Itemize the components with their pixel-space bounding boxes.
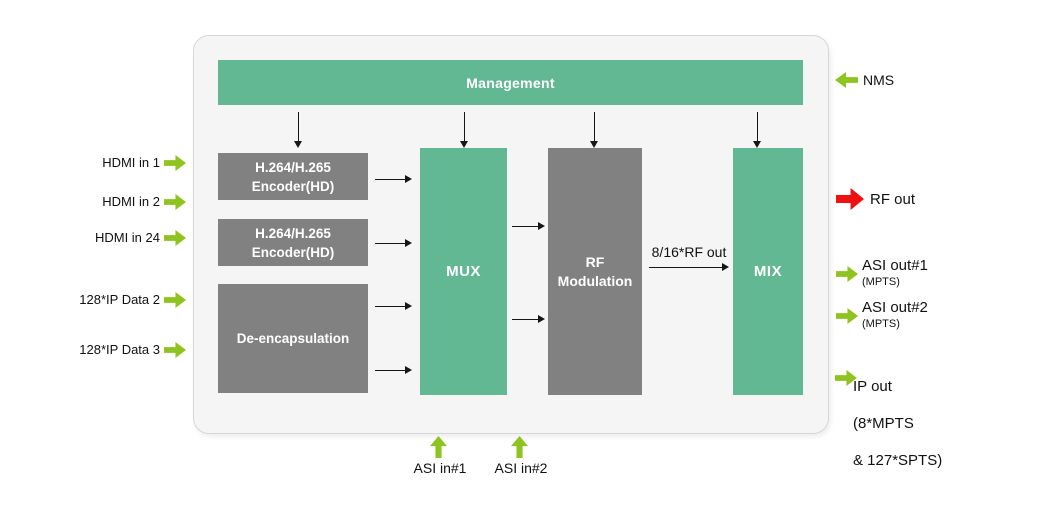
encoder1-block: H.264/H.265 Encoder(HD) — [218, 153, 368, 200]
deencapsulation-label: De-encapsulation — [236, 331, 350, 346]
asi-out1-label: ASI out#1 — [862, 257, 928, 274]
flow-arrow-down-icon — [590, 112, 599, 148]
nms-arrow-icon — [835, 72, 858, 88]
deencapsulation-block: De-encapsulation — [218, 284, 368, 393]
input-arrow-icon — [164, 155, 186, 171]
asi-out2-arrow-icon — [836, 308, 858, 324]
input-label-ipdata2: 128*IP Data 2 — [79, 292, 160, 307]
mix-block: MIX — [733, 148, 803, 395]
ip-out-line3: & 127*SPTS) — [853, 451, 943, 469]
input-label-hdmi24: HDMI in 24 — [94, 230, 160, 245]
nms-label: NMS — [863, 72, 895, 88]
rf-out-arrow-icon — [836, 188, 864, 210]
management-block: Management — [218, 60, 803, 105]
rf-modulation-line1: RF — [585, 253, 605, 270]
rf-modulation-line2: Modulation — [557, 272, 633, 289]
asi-in2-arrow-icon — [511, 436, 528, 458]
asi-in1-arrow-icon — [430, 436, 447, 458]
input-arrow-icon — [164, 342, 186, 358]
flow-arrow-right-icon — [512, 222, 545, 231]
input-label-hdmi2: HDMI in 2 — [102, 194, 160, 209]
asi-out2-label: ASI out#2 — [862, 299, 928, 316]
encoder2-line1: H.264/H.265 — [255, 225, 331, 241]
input-arrow-icon — [164, 230, 186, 246]
mix-label: MIX — [753, 263, 783, 280]
flow-arrow-right-icon — [375, 175, 412, 184]
management-label: Management — [466, 74, 555, 91]
ip-out-label: IP out (8*MPTS & 127*SPTS) — [853, 359, 942, 470]
encoder2-line2: Encoder(HD) — [251, 244, 335, 260]
asi-out2-sub: (MPTS) — [862, 318, 900, 330]
rf-out-label: RF out — [870, 191, 916, 208]
ip-out-line1: IP out — [853, 377, 892, 395]
flow-arrow-right-icon — [375, 302, 412, 311]
asi-in1-label: ASI in#1 — [413, 460, 467, 476]
input-label-ipdata3: 128*IP Data 3 — [79, 342, 160, 357]
rf-link-label: 8/16*RF out — [651, 244, 727, 260]
flow-arrow-right-icon — [512, 315, 545, 324]
encoder1-line2: Encoder(HD) — [251, 178, 335, 194]
asi-out1-sub: (MPTS) — [862, 276, 900, 288]
ip-out-line2: (8*MPTS — [853, 414, 914, 432]
asi-out1-arrow-icon — [836, 266, 858, 282]
rf-modulation-block: RF Modulation — [548, 148, 642, 395]
mux-label: MUX — [446, 263, 481, 280]
asi-in2-label: ASI in#2 — [494, 460, 548, 476]
input-arrow-icon — [164, 194, 186, 210]
input-arrow-icon — [164, 292, 186, 308]
encoder1-line1: H.264/H.265 — [255, 159, 331, 175]
flow-arrow-down-icon — [753, 112, 762, 148]
encoder2-block: H.264/H.265 Encoder(HD) — [218, 219, 368, 266]
input-label-hdmi1: HDMI in 1 — [102, 155, 160, 170]
mux-block: MUX — [420, 148, 507, 395]
flow-arrow-down-icon — [294, 112, 303, 148]
flow-arrow-right-icon — [649, 263, 729, 272]
flow-arrow-down-icon — [460, 112, 469, 148]
flow-arrow-right-icon — [375, 366, 412, 375]
flow-arrow-right-icon — [375, 239, 412, 248]
